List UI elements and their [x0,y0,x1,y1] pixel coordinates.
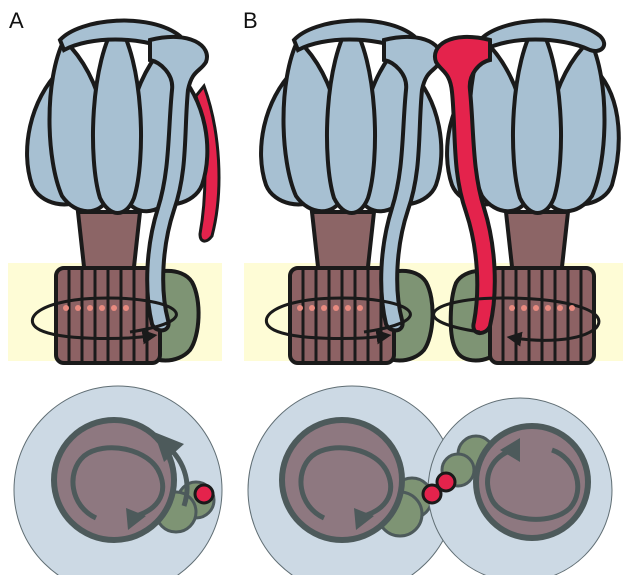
synthase-side-view-b-left [261,21,441,363]
c-ring-b-right [490,268,594,363]
c-ring-a [56,268,160,363]
synthase-side-view-a [27,21,219,363]
top-view-b-left [248,386,456,575]
synthase-side-view-b-right [434,21,619,363]
top-view-b-right [428,398,612,575]
c-ring-b-left [290,268,394,363]
red-subunit-top-a [195,485,213,503]
top-view-a [14,386,222,575]
